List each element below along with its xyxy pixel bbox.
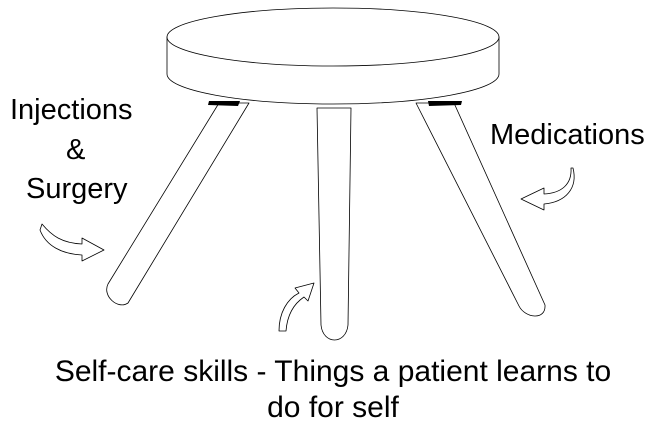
leg-left	[106, 102, 250, 306]
injections-label-line1: Injections	[10, 94, 133, 126]
leg-left-joint-shadow	[208, 101, 240, 106]
curved-arrow-right-icon	[39, 223, 105, 262]
injections-label-line3: Surgery	[26, 173, 128, 205]
selfcare-label-line2: do for self	[267, 391, 399, 424]
medications-label: Medications	[490, 119, 645, 151]
curved-arrow-left-icon	[520, 167, 575, 211]
leg-right	[415, 102, 546, 317]
stool-seat-top	[166, 7, 500, 67]
leg-right-joint-shadow	[428, 101, 462, 106]
injections-label-line2: &	[66, 134, 86, 166]
leg-front	[316, 107, 352, 341]
selfcare-label-line1: Self-care skills - Things a patient lear…	[54, 355, 612, 388]
curved-arrow-up-right-icon	[278, 282, 315, 332]
